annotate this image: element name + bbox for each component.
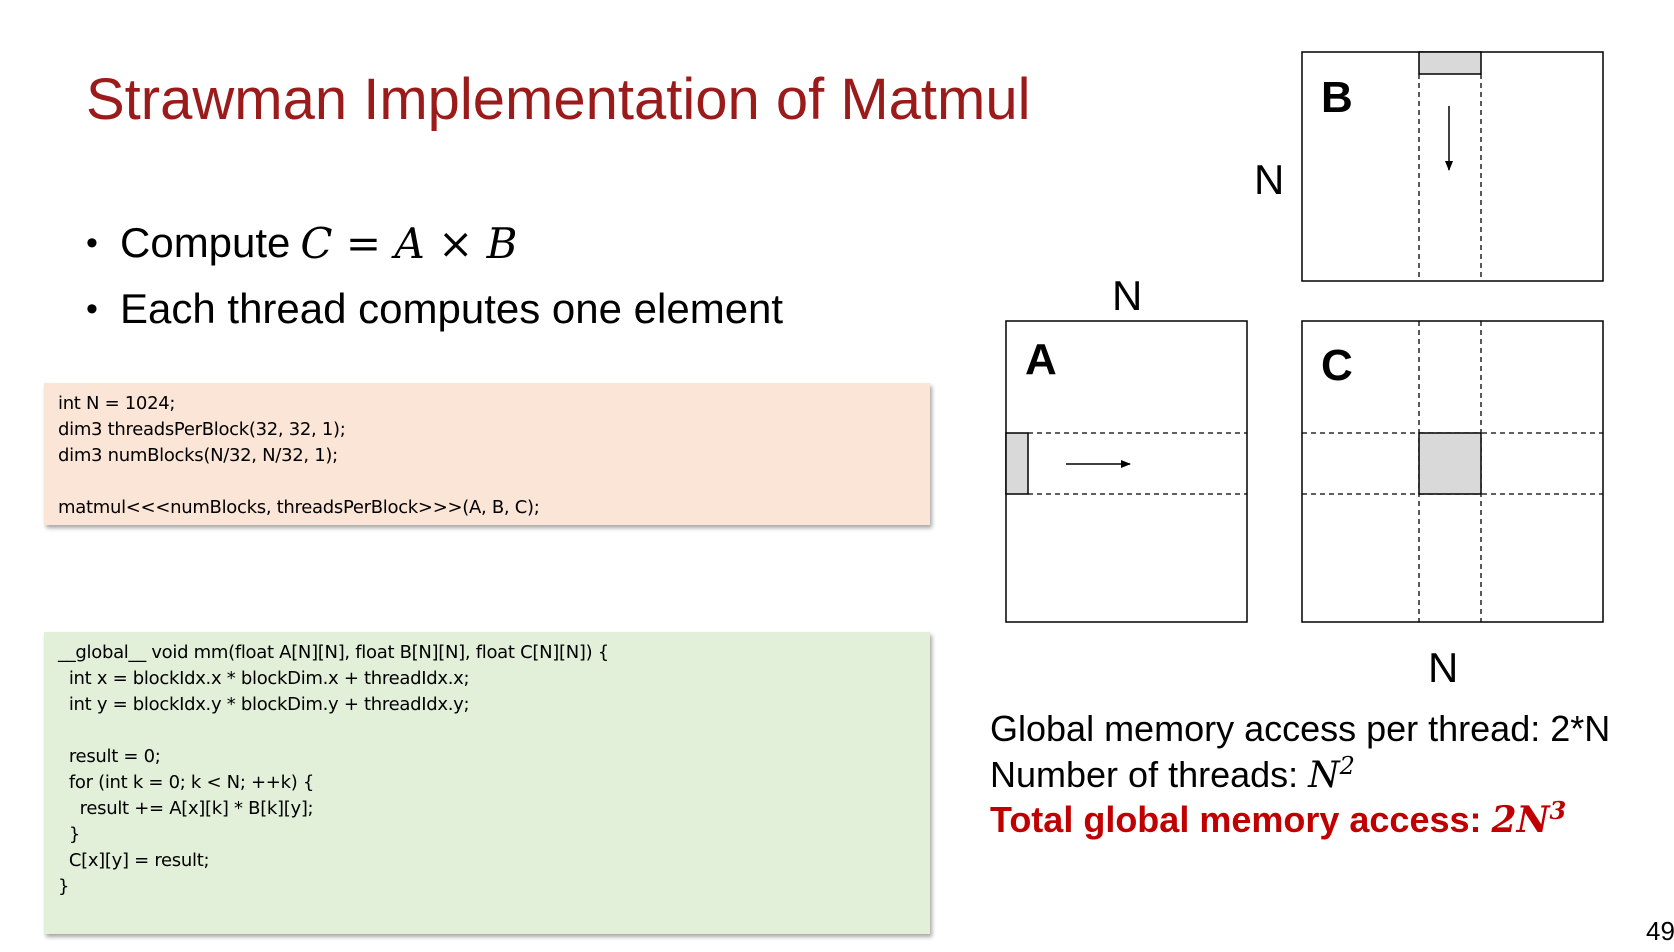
code-line: for (int k = 0; k < N; ++k) { [58, 772, 314, 793]
bullet-item-thread: • Each thread computes one element [86, 276, 783, 342]
code-line: int N = 1024; [58, 393, 176, 414]
stat-per-thread: Global memory access per thread: 2*N [990, 708, 1611, 749]
dim-label-c-width: N [1428, 644, 1458, 691]
page-number: 49 [1646, 916, 1674, 946]
matrix-c-frame [1301, 320, 1604, 623]
stat-total-exp: 3 [1549, 796, 1567, 825]
memory-stats: Global memory access per thread: 2*N Num… [990, 708, 1611, 841]
stat-total-label: Total global memory access: [990, 799, 1492, 840]
code-line: result += A[x][k] * B[k][y]; [58, 798, 314, 819]
dim-label-b-height: N [1254, 156, 1284, 203]
bullet-dot: • [86, 289, 98, 328]
code-line: C[x][y] = result; [58, 850, 210, 871]
code-line: matmul<<<numBlocks, threadsPerBlock>>>(A… [58, 497, 540, 518]
code-line: result = 0; [58, 746, 161, 767]
matrix-a-frame [1005, 320, 1248, 623]
stat-thread-count: Number of threads: N2 [990, 752, 1610, 796]
matrix-c-highlight [1418, 432, 1482, 495]
stat-thread-count-base: N [1308, 755, 1340, 796]
matrix-c: C [1301, 320, 1604, 623]
bullet-dot: • [86, 223, 98, 262]
matrix-a: A [1005, 320, 1248, 623]
bullet-item-compute: • Compute C = A × B [86, 210, 783, 276]
code-line: __global__ void mm(float A[N][N], float … [58, 642, 609, 663]
kernel-code-block: __global__ void mm(float A[N][N], float … [44, 632, 930, 934]
code-line: dim3 threadsPerBlock(32, 32, 1); [58, 419, 346, 440]
bullet-thread-text: Each thread computes one element [120, 285, 784, 332]
stat-thread-count-exp: 2 [1339, 752, 1355, 780]
code-line: } [58, 876, 70, 897]
matrix-b: B [1301, 51, 1604, 282]
dim-label-a-width: N [1112, 272, 1142, 319]
bullet-list: • Compute C = A × B • Each thread comput… [86, 210, 783, 342]
matrix-b-label: B [1321, 73, 1353, 122]
code-line: dim3 numBlocks(N/32, N/32, 1); [58, 445, 338, 466]
stat-thread-count-label: Number of threads: [990, 754, 1309, 795]
stat-total-access: Total global memory access: 2N3 [990, 796, 1610, 841]
bullet-compute-formula: C = A × B [300, 218, 518, 268]
matrix-b-highlight [1418, 51, 1482, 75]
matrix-a-label: A [1025, 335, 1057, 384]
host-code-block: int N = 1024; dim3 threadsPerBlock(32, 3… [44, 383, 930, 525]
matrix-a-highlight [1005, 432, 1029, 495]
slide-title: Strawman Implementation of Matmul [86, 67, 1031, 132]
code-line: int y = blockIdx.y * blockDim.y + thread… [58, 694, 470, 715]
stat-total-base: 2N [1491, 799, 1550, 841]
code-line: } [58, 824, 80, 845]
matrix-c-label: C [1321, 341, 1353, 390]
bullet-compute-text: Compute [120, 219, 291, 266]
code-line: int x = blockIdx.x * blockDim.x + thread… [58, 668, 470, 689]
